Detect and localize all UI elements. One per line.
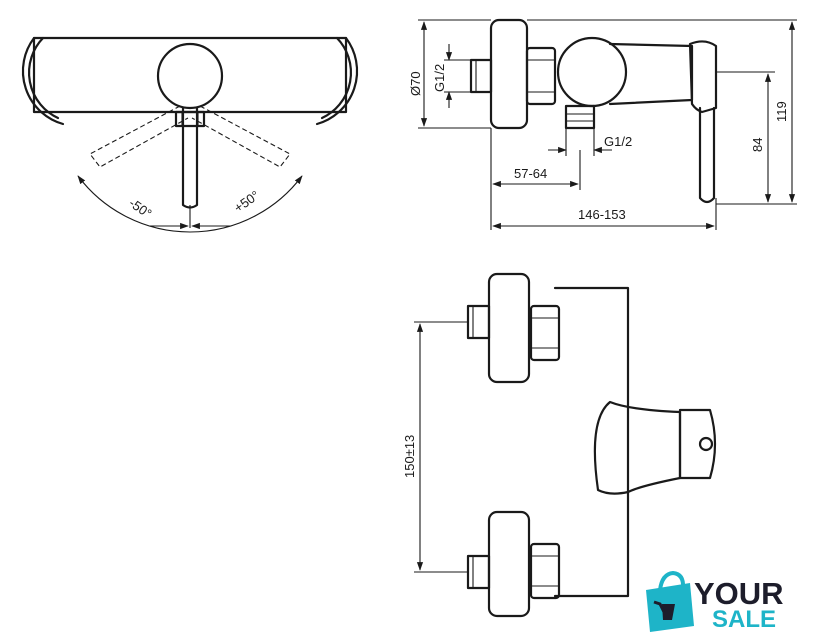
left-flange-outline [21, 36, 65, 126]
bottom-view: 150±13 [402, 272, 717, 618]
front-view: -50° +50° [21, 36, 359, 233]
outlet-nut [174, 110, 206, 128]
angle-right-label: +50° [231, 188, 262, 216]
lever-cap [678, 408, 717, 480]
outlet-height-label: 84 [750, 138, 765, 152]
wall-flange [489, 18, 529, 130]
vertical-body [553, 286, 630, 598]
total-height-label: 119 [774, 101, 789, 122]
right-flange-outline [315, 36, 359, 126]
eccentric-nut [525, 46, 557, 106]
upper-flange [487, 272, 531, 384]
logo-word-your: YOUR [694, 576, 784, 611]
shopping-bag-icon [646, 570, 694, 632]
lever-handle [181, 106, 199, 209]
upper-inlet [466, 304, 491, 340]
your-sale-logo: YOUR SALE [646, 570, 784, 633]
thread-top-label: G1/2 [432, 64, 447, 92]
body-taper [608, 42, 694, 106]
lever-head [688, 40, 718, 114]
depth-label: 57-64 [514, 166, 547, 181]
lower-flange [487, 510, 531, 618]
thread-bottom-label: G1/2 [604, 134, 632, 149]
mixer-body [32, 36, 348, 114]
upper-nut [529, 304, 561, 362]
lower-inlet [466, 554, 491, 590]
body-cartridge [556, 36, 628, 108]
width-label: 146-153 [578, 207, 626, 222]
side-view: Ø70 G1/2 G1/2 57-64 146-153 84 119 [408, 18, 797, 230]
inlet-thread [469, 58, 493, 94]
set-screw [698, 436, 714, 452]
side-lever [698, 106, 716, 204]
outlet-nipple [564, 104, 596, 130]
cartridge-cap [156, 42, 224, 110]
logo-word-sale: SALE [712, 606, 776, 633]
diameter-label: Ø70 [408, 71, 423, 96]
spacing-label: 150±13 [402, 435, 417, 478]
rotation-arc [77, 175, 303, 233]
angle-left-label: -50° [126, 195, 154, 221]
hub [593, 400, 682, 495]
lower-nut [529, 542, 561, 600]
